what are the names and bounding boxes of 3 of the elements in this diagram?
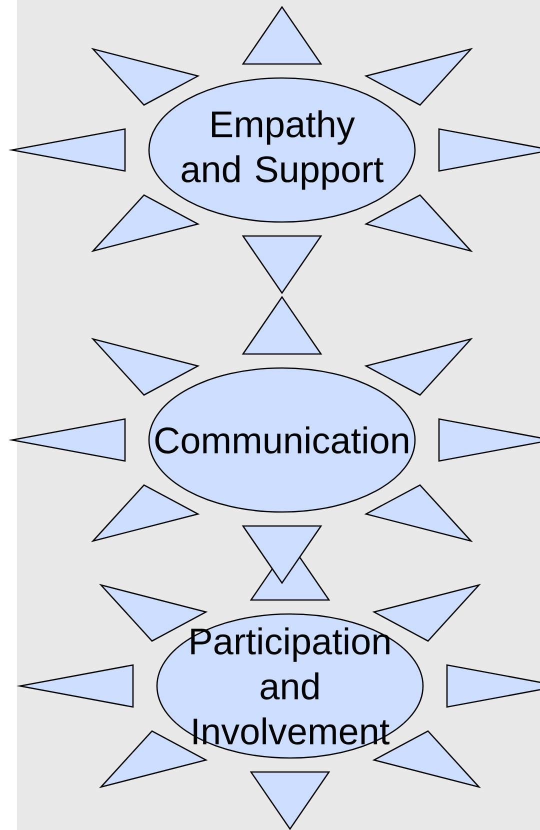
ellipse-node: Participation and Involvement — [156, 613, 424, 759]
ellipse-node: Communication — [148, 367, 416, 513]
ellipse-node: Empathy and Support — [148, 77, 416, 223]
